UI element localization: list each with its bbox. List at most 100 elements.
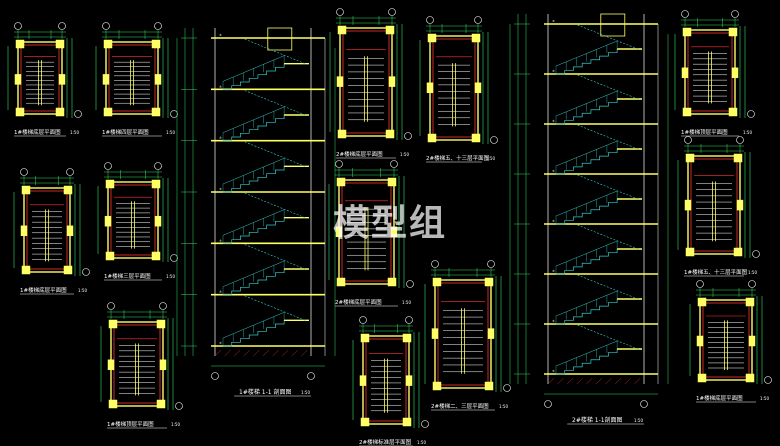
axis-bubble [475, 17, 482, 24]
ground-hatch [606, 378, 612, 384]
column [338, 26, 346, 34]
column [21, 226, 27, 236]
axis-bubble [432, 261, 439, 268]
column [105, 216, 111, 226]
level-mark: ± [552, 169, 555, 173]
ground-hatch [596, 378, 602, 384]
level-mark: ± [552, 19, 555, 23]
level-mark: ± [552, 269, 555, 273]
stair-handrail [223, 158, 284, 184]
column [64, 266, 72, 274]
plan-label: 2#楼梯五、十三层平面图 [426, 154, 490, 162]
plan-scale: 1:50 [417, 440, 426, 445]
column [386, 26, 394, 34]
ground-hatch [558, 378, 564, 384]
column [432, 329, 438, 339]
stair-flight [223, 320, 284, 346]
axis-bubble [732, 11, 739, 18]
axis-bubble [336, 161, 343, 168]
wall-inner [366, 339, 406, 421]
plan-scale: 1:50 [166, 274, 175, 279]
axis-bubble [155, 163, 162, 170]
ground-hatch [301, 350, 307, 356]
plan-scale: 1:50 [166, 130, 175, 135]
column [388, 278, 396, 286]
axis-bubble [641, 401, 648, 408]
column [104, 108, 112, 116]
column [391, 227, 397, 237]
axis-bubble [765, 377, 772, 384]
roof-structure [268, 28, 292, 50]
column [67, 226, 73, 236]
column [16, 40, 24, 48]
column [683, 28, 691, 36]
column [433, 278, 441, 286]
column [59, 74, 65, 84]
plan-label: 2#楼梯标准层平面图 [359, 438, 412, 446]
column [106, 180, 114, 188]
plan-label: 2#楼梯底层平面图 [335, 298, 382, 306]
ground-hatch [292, 350, 298, 356]
ground-hatch [577, 378, 583, 384]
column [697, 336, 703, 346]
column [64, 186, 72, 194]
axis-bubble [697, 281, 704, 288]
plan-scale: 1:50 [499, 404, 508, 409]
section-scale: 1:50 [634, 418, 643, 423]
plan-label: 1#楼梯五、十三层平面图 [684, 268, 748, 276]
column [155, 216, 161, 226]
axis-bubble [171, 111, 178, 118]
plan-label: 1#楼梯底层平面图 [696, 394, 743, 402]
ground-hatch [234, 350, 240, 356]
stair-handrail [223, 261, 284, 287]
axis-bubble [212, 373, 219, 380]
axis-bubble [737, 137, 744, 144]
plan-scale: 1:50 [78, 288, 87, 293]
plan-label: 1#楼梯顶层平面图 [681, 128, 728, 136]
column [734, 154, 742, 162]
plan-scale: 1:50 [402, 300, 411, 305]
level-mark: ± [219, 290, 222, 294]
column [16, 108, 24, 116]
column [746, 374, 754, 382]
ground-hatch [567, 378, 573, 384]
level-mark: ± [552, 69, 555, 73]
column [406, 376, 412, 386]
column [56, 108, 64, 116]
axis-bubble [21, 169, 28, 176]
ground-hatch [282, 350, 288, 356]
column [488, 329, 494, 339]
column [729, 28, 737, 36]
column [108, 360, 114, 370]
wall-inner [343, 31, 389, 133]
axis-bubble [749, 281, 756, 288]
axis-bubble [682, 11, 689, 18]
plan-label: 1#楼梯三层平面图 [104, 272, 151, 280]
column [698, 374, 706, 382]
wall-inner [703, 303, 749, 377]
axis-bubble [488, 261, 495, 268]
column [734, 248, 742, 256]
axis-bubble [422, 421, 429, 428]
axis-bubble [391, 161, 398, 168]
axis-bubble [337, 9, 344, 16]
column [472, 134, 480, 142]
section-label: 1#楼梯 1-1 剖面图 [239, 388, 291, 396]
level-mark: ± [219, 238, 222, 242]
ground-hatch [244, 350, 250, 356]
column [428, 34, 436, 42]
column [106, 252, 114, 260]
axis-bubble [405, 133, 412, 140]
plan-label: 1#楼梯顶层平面图 [107, 420, 154, 428]
axis-bubble [406, 317, 413, 324]
column [152, 180, 160, 188]
plan-scale: 1:50 [486, 156, 495, 161]
column [485, 382, 493, 390]
